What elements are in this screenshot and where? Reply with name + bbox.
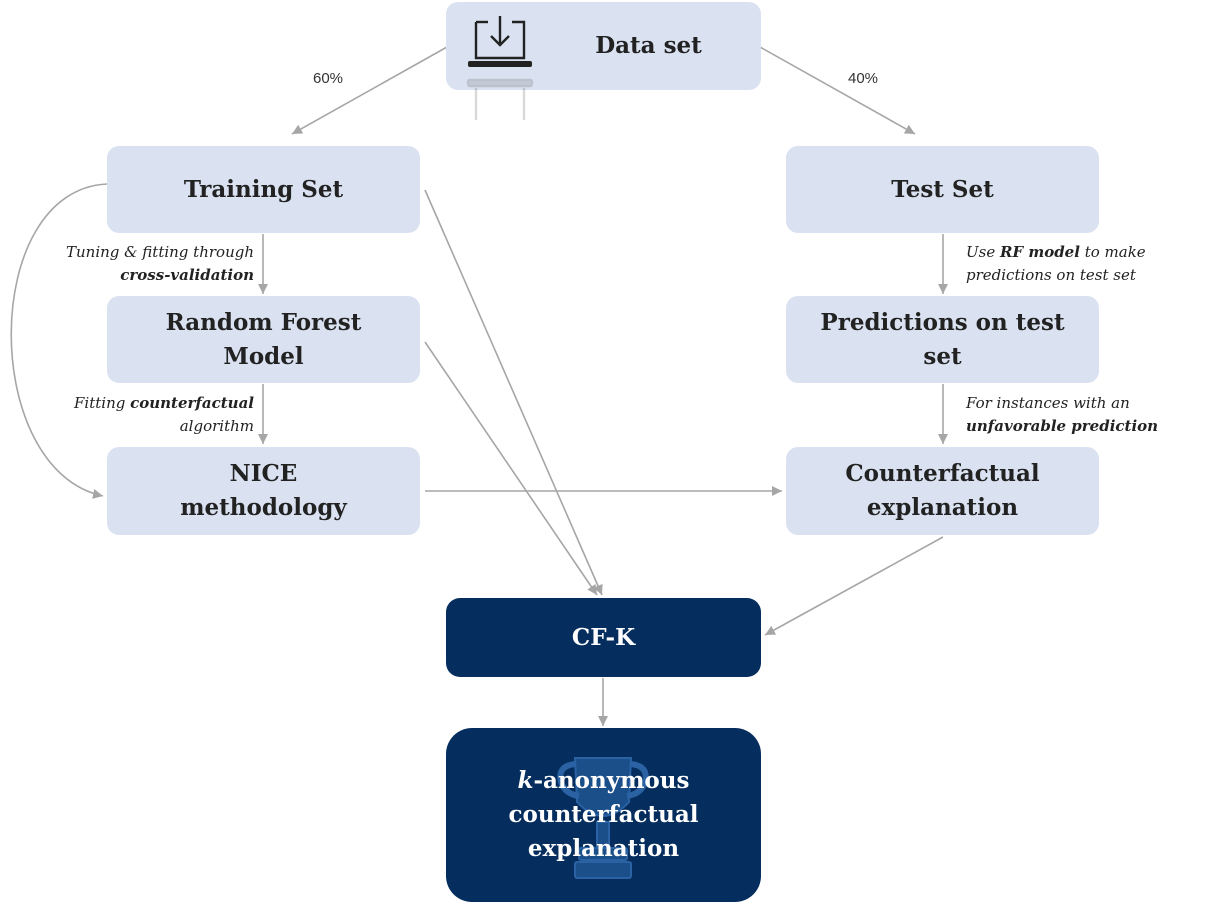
arrow-training-to-nice [10,183,108,499]
arrow-dataset-to-training [291,46,448,135]
instances-label: For instances with an unfavorable predic… [966,394,1159,435]
k-anonymous-explanation-node: k-anonymous counterfactual explanation [446,728,761,902]
arrow-rf-to-cfk [424,341,598,596]
arrow-dataset-to-test [759,46,916,135]
split-60-label: 60% [313,70,344,87]
use-rf-model-label: Use RF model to make predictions on test… [966,243,1146,284]
arrow-counterfactual-to-cfk [764,536,944,636]
trophy-icon [557,757,649,879]
training-set-node: Training Set [107,146,420,233]
cfk-node: CF-K [446,598,761,677]
test-set-node: Test Set [786,146,1099,233]
laptop-download-icon [466,16,534,120]
arrow-training-to-cfk [424,189,603,596]
tuning-label: Tuning & fitting through cross-validatio… [66,243,254,284]
fitting-label: Fitting counterfactual algorithm [74,394,254,435]
data-set-node: Data set [446,2,761,90]
split-40-label: 40% [848,70,879,87]
